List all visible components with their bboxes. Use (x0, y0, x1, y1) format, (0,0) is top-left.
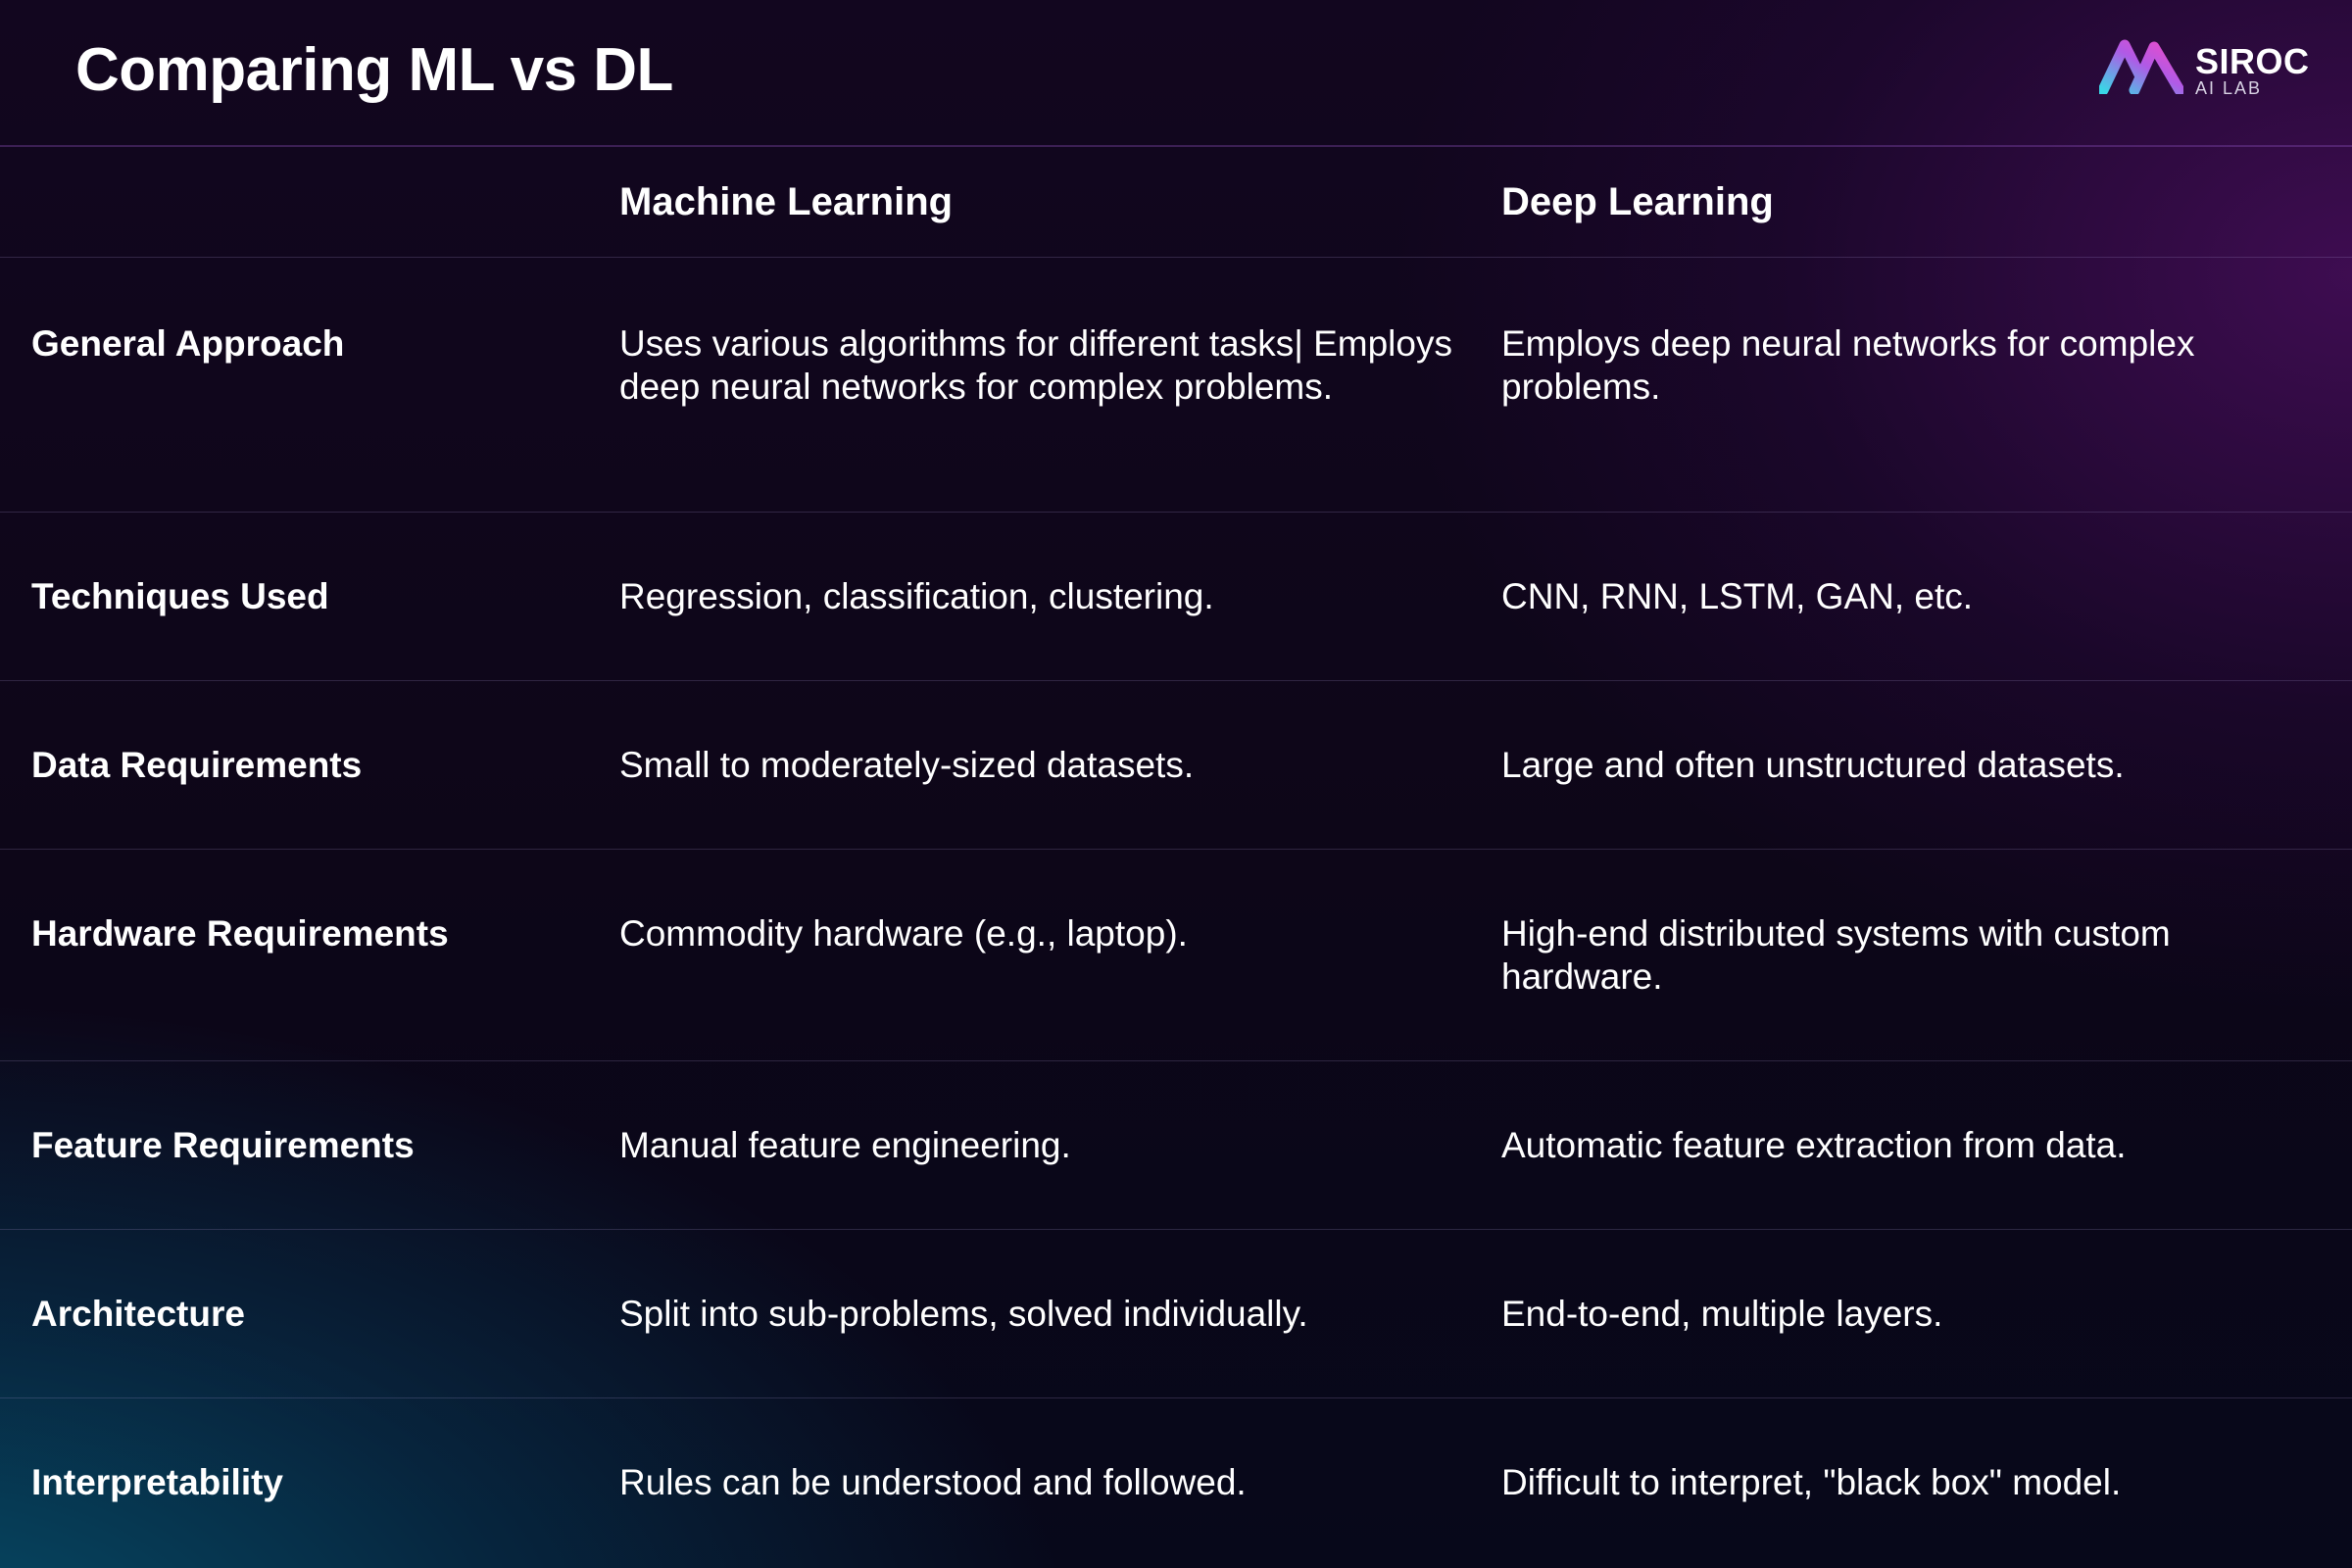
table-row: Architecture Split into sub-problems, so… (0, 1228, 2352, 1397)
row-label: Interpretability (0, 1396, 588, 1566)
dl-cell: Difficult to interpret, "black box" mode… (1470, 1396, 2352, 1566)
logo-subtitle: AI LAB (2195, 78, 2263, 98)
ml-cell: Rules can be understood and followed. (588, 1396, 1470, 1566)
row-label: Hardware Requirements (0, 848, 588, 1060)
header-deep-learning: Deep Learning (1470, 149, 2352, 258)
table-row: General Approach Uses various algorithms… (0, 256, 2352, 512)
dl-cell: High-end distributed systems with custom… (1470, 848, 2352, 1060)
dl-cell: Employs deep neural networks for complex… (1470, 256, 2352, 512)
table-row: Hardware Requirements Commodity hardware… (0, 848, 2352, 1060)
dl-cell: Large and often unstructured datasets. (1470, 679, 2352, 849)
comparison-table: Machine Learning Deep Learning General A… (0, 149, 2352, 1566)
page-title: Comparing ML vs DL (75, 36, 673, 104)
header-empty (0, 149, 588, 258)
logo: SIROC AI LAB (2099, 35, 2310, 104)
table-row: Feature Requirements Manual feature engi… (0, 1059, 2352, 1229)
ml-cell: Split into sub-problems, solved individu… (588, 1228, 1470, 1397)
row-label: General Approach (0, 256, 588, 512)
dl-cell: End-to-end, multiple layers. (1470, 1228, 2352, 1397)
table-row: Techniques Used Regression, classificati… (0, 511, 2352, 680)
header: Comparing ML vs DL SIROC AI LAB (0, 0, 2352, 147)
table-row: Interpretability Rules can be understood… (0, 1396, 2352, 1566)
row-label: Feature Requirements (0, 1059, 588, 1229)
ml-cell: Small to moderately-sized datasets. (588, 679, 1470, 849)
row-label: Data Requirements (0, 679, 588, 849)
row-label: Architecture (0, 1228, 588, 1397)
ml-cell: Commodity hardware (e.g., laptop). (588, 848, 1470, 1060)
dl-cell: Automatic feature extraction from data. (1470, 1059, 2352, 1229)
ml-cell: Uses various algorithms for different ta… (588, 256, 1470, 512)
logo-name: SIROC (2195, 41, 2310, 81)
table-row: Data Requirements Small to moderately-si… (0, 679, 2352, 849)
dl-cell: CNN, RNN, LSTM, GAN, etc. (1470, 511, 2352, 680)
row-label: Techniques Used (0, 511, 588, 680)
siroc-logo-icon (2099, 39, 2183, 94)
header-machine-learning: Machine Learning (588, 149, 1470, 258)
ml-cell: Manual feature engineering. (588, 1059, 1470, 1229)
ml-cell: Regression, classification, clustering. (588, 511, 1470, 680)
table-header-row: Machine Learning Deep Learning (0, 149, 2352, 258)
